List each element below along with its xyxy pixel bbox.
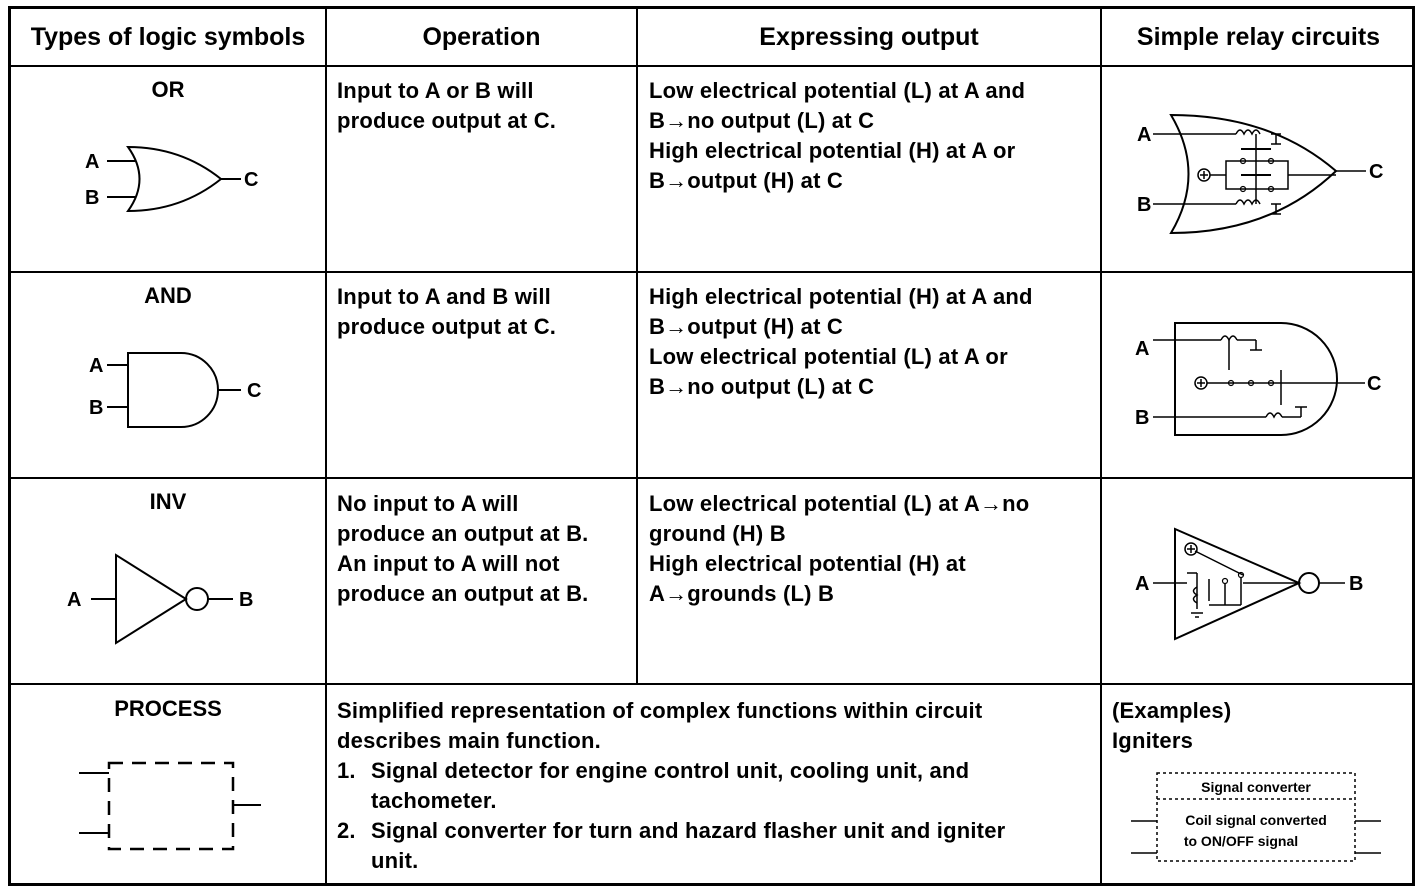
col-divider-2 xyxy=(636,9,638,685)
or-pin-b: B xyxy=(85,187,99,209)
header-expressing: Expressing output xyxy=(759,22,979,51)
and-pin-c: C xyxy=(247,380,261,402)
col-divider-1 xyxy=(325,9,327,886)
inv-operation: No input to A will produce an output at … xyxy=(337,491,589,606)
or-relay-pin-a: A xyxy=(1137,124,1151,146)
process-item-2: 2.Signal converter for turn and hazard f… xyxy=(337,818,1006,873)
box-text-2: to ON/OFF signal xyxy=(1184,833,1298,849)
inverter-icon: A B xyxy=(67,553,253,645)
col-divider-3 xyxy=(1100,9,1102,886)
row-divider-1 xyxy=(11,271,1412,273)
process-item-1: 1.Signal detector for engine control uni… xyxy=(337,758,970,813)
process-examples: (Examples) Igniters xyxy=(1112,698,1232,753)
header-operation: Operation xyxy=(422,22,541,51)
inv-relay-pin-a: A xyxy=(1135,573,1149,595)
or-pin-a: A xyxy=(85,151,99,173)
inv-relay-pin-b: B xyxy=(1349,573,1363,595)
signal-converter-icon: Signal converter Coil signal converted t… xyxy=(1131,772,1381,862)
process-description: Simplified representation of complex fun… xyxy=(337,696,1005,876)
or-operation: Input to A or B will produce output at C… xyxy=(337,78,557,133)
or-relay-pin-b: B xyxy=(1137,194,1151,216)
box-title: Signal converter xyxy=(1201,779,1311,795)
and-relay-pin-c: C xyxy=(1367,373,1381,395)
or-relay-pin-c: C xyxy=(1369,161,1383,183)
and-relay-pin-b: B xyxy=(1135,407,1149,429)
or-relay-circuit-icon: A B C xyxy=(1137,113,1383,235)
or-pin-c: C xyxy=(244,169,258,191)
inv-pin-a: A xyxy=(67,589,81,611)
or-gate-icon: A B C xyxy=(85,145,258,213)
row-divider-3 xyxy=(11,683,1412,685)
and-operation: Input to A and B will produce output at … xyxy=(337,284,557,339)
and-expressing: High electrical potential (H) at A and B… xyxy=(649,284,1033,399)
and-label: AND xyxy=(144,283,192,308)
header-divider xyxy=(11,65,1412,67)
and-relay-circuit-icon: A B C xyxy=(1135,322,1381,436)
process-block-icon xyxy=(79,761,261,851)
inv-label: INV xyxy=(149,489,187,514)
and-pin-b: B xyxy=(89,397,103,419)
and-pin-a: A xyxy=(89,355,103,377)
inv-relay-circuit-icon: A B xyxy=(1135,527,1363,641)
header-types: Types of logic symbols xyxy=(30,22,306,51)
process-label: PROCESS xyxy=(114,696,222,721)
row-divider-2 xyxy=(11,477,1412,479)
box-text-1: Coil signal converted xyxy=(1185,812,1327,828)
and-gate-icon: A B C xyxy=(89,352,261,428)
logic-symbols-table: Types of logic symbols Operation Express… xyxy=(8,6,1415,886)
and-relay-pin-a: A xyxy=(1135,338,1149,360)
inv-expressing: Low electrical potential (L) at A→no gro… xyxy=(649,491,1030,606)
header-relay: Simple relay circuits xyxy=(1136,22,1381,51)
or-label: OR xyxy=(151,77,185,102)
inv-pin-b: B xyxy=(239,589,253,611)
or-expressing: Low electrical potential (L) at A and B→… xyxy=(649,78,1026,193)
